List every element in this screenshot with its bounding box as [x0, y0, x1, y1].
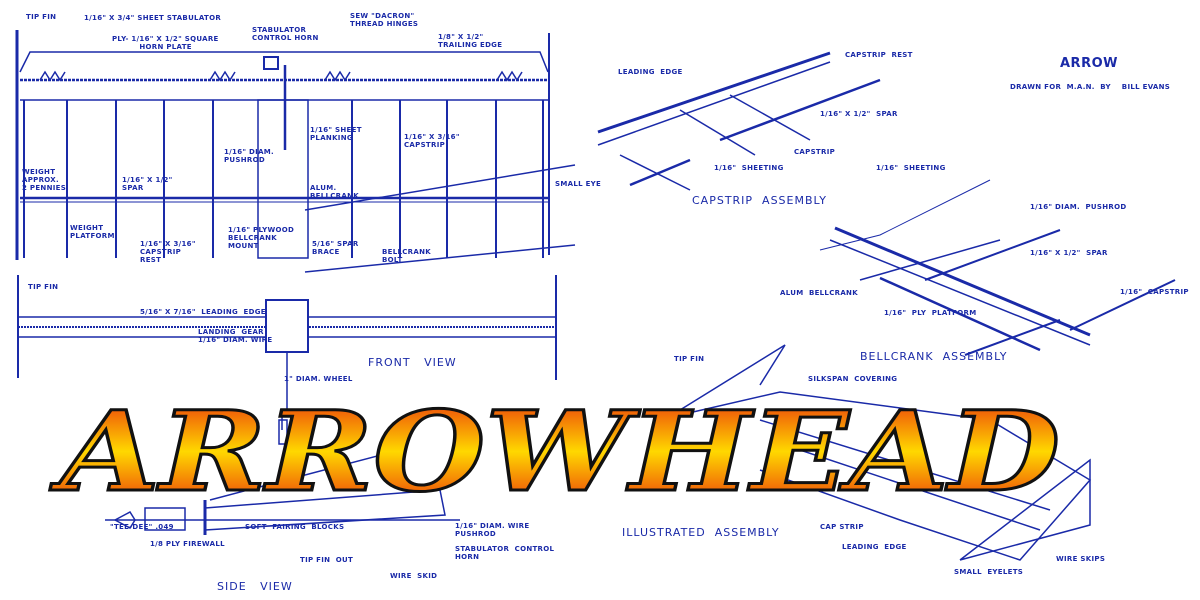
- label-fairing: SOFT FAIRING BLOCKS: [245, 523, 345, 531]
- label-ill-tip-fin: TIP FIN: [674, 355, 705, 363]
- label-spar-3: 1/16" X 1/2" SPAR: [1030, 249, 1108, 257]
- label-engine: "TEE-DEE" .049: [110, 523, 174, 531]
- label-capstrip-rest: 1/16" X 3/16" CAPSTRIP REST: [140, 240, 196, 264]
- label-wire-skid: WIRE SKID: [390, 572, 438, 580]
- label-front-leading-edge: 5/16" X 7/16" LEADING EDGE: [140, 308, 266, 316]
- bellcrank-assembly-drawing: [819, 179, 1176, 356]
- illustrated-assembly-drawing: [679, 344, 1092, 561]
- label-landing-gear: LANDING GEAR 1/16" DIAM. WIRE: [198, 328, 273, 344]
- label-weight: WEIGHT APPROX. 2 PENNIES: [22, 168, 67, 192]
- label-wire-skips: WIRE SKIPS: [1056, 555, 1106, 563]
- front-view-wing: [17, 275, 557, 445]
- label-trailing-edge: 1/8" X 1/2" TRAILING EDGE: [438, 33, 503, 49]
- side-view-fuselage: [105, 449, 460, 535]
- label-spar-2: 1/16" X 1/2" SPAR: [820, 110, 898, 118]
- capstrip-assembly-drawing: [597, 51, 881, 191]
- label-ply-platform: 1/16" PLY PLATFORM: [884, 309, 977, 317]
- label-capstrip-3: 1/16" CAPSTRIP: [1120, 288, 1189, 296]
- label-ill-leading-edge: LEADING EDGE: [842, 543, 907, 551]
- label-alum-bellcrank: ALUM. BELLCRANK: [310, 184, 359, 200]
- label-small-eye: SMALL EYE: [555, 180, 602, 188]
- drawing-credit: DRAWN FOR M.A.N. BY BILL EVANS: [1010, 83, 1171, 91]
- label-leading-edge: LEADING EDGE: [618, 68, 683, 76]
- label-spar-brace: 5/16" SPAR BRACE: [312, 240, 359, 256]
- label-weight-platform: WEIGHT PLATFORM: [70, 224, 115, 240]
- illustrated-assembly-title: ILLUSTRATED ASSEMBLY: [622, 526, 780, 539]
- label-front-tip-fin: TIP FIN: [28, 283, 59, 291]
- label-spar: 1/16" X 1/2" SPAR: [122, 176, 173, 192]
- label-tip-fin: TIP FIN: [26, 13, 57, 21]
- label-silkspan: SILKSPAN COVERING: [808, 375, 898, 383]
- label-sheet-planking: 1/16" SHEET PLANKING: [310, 126, 362, 142]
- label-side-pushrod: 1/16" DIAM. WIRE PUSHROD: [455, 522, 530, 538]
- logo-text: ARROWHEAD: [49, 387, 1060, 516]
- label-tip-fin-out: TIP FIN OUT: [300, 556, 354, 564]
- label-pushrod: 1/16" DIAM. PUSHROD: [224, 148, 275, 164]
- label-horn-plate: PLY- 1/16" X 1/2" SQUARE HORN PLATE: [112, 35, 219, 51]
- side-view-title: SIDE VIEW: [217, 580, 293, 593]
- label-wheel: 1" DIAM. WHEEL: [284, 375, 353, 383]
- label-alum-bellcrank-2: ALUM BELLCRANK: [780, 289, 858, 297]
- label-bellcrank-bolt: BELLCRANK BOLT: [382, 248, 431, 264]
- label-sheeting-2: 1/16" SHEETING: [876, 164, 946, 172]
- label-small-eyelets: SMALL EYELETS: [954, 568, 1024, 576]
- label-firewall: 1/8 PLY FIREWALL: [150, 540, 225, 548]
- label-bellcrank-mount: 1/16" PLYWOOD BELLCRANK MOUNT: [228, 226, 295, 250]
- label-pushrod-2: 1/16" DIAM. PUSHROD: [1030, 203, 1127, 211]
- label-sheeting: 1/16" SHEETING: [714, 164, 784, 172]
- label-cap-strip: CAP STRIP: [820, 523, 864, 531]
- label-capstrip: 1/16" X 3/16" CAPSTRIP: [404, 133, 460, 149]
- capstrip-assembly-title: CAPSTRIP ASSEMBLY: [692, 194, 827, 207]
- plan-view-wing: [15, 30, 576, 273]
- label-sheet-stabulator: 1/16" X 3/4" SHEET STABULATOR: [84, 14, 222, 22]
- label-control-horn: STABULATOR CONTROL HORN: [252, 26, 319, 42]
- front-view-title: FRONT VIEW: [368, 356, 457, 369]
- drawing-title: ARROW: [1060, 56, 1118, 71]
- label-capstrip-rest-2: CAPSTRIP REST: [845, 51, 913, 59]
- bellcrank-assembly-title: BELLCRANK ASSEMBLY: [860, 350, 1008, 363]
- label-side-control-horn: STABULATOR CONTROL HORN: [455, 545, 555, 561]
- label-capstrip-2: CAPSTRIP: [794, 148, 836, 156]
- label-thread-hinges: SEW "DACRON" THREAD HINGES: [350, 12, 419, 28]
